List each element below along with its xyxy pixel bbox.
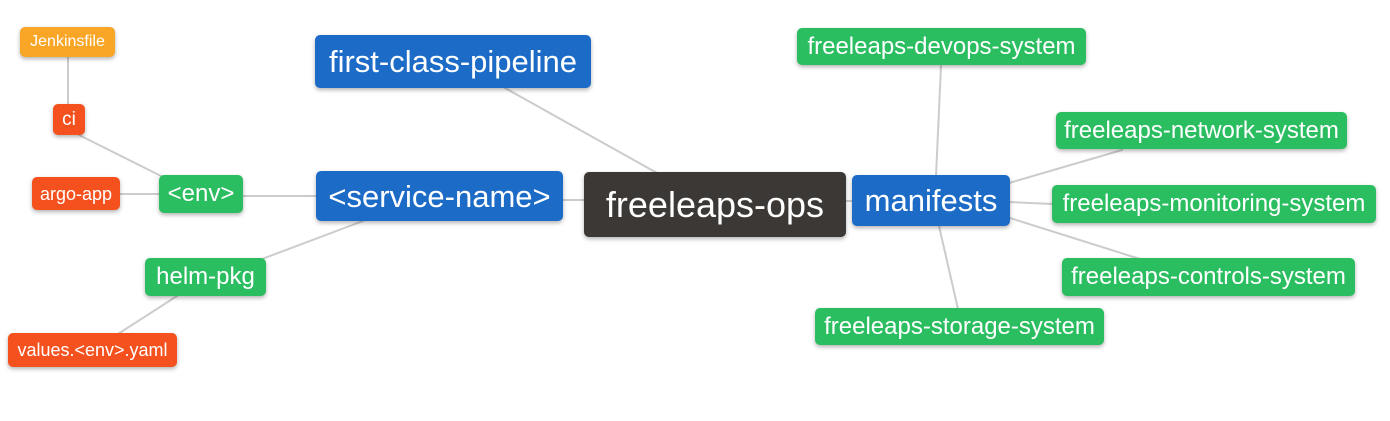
- mindmap-node-env[interactable]: <env>: [159, 175, 243, 213]
- mindmap-node-argo-app[interactable]: argo-app: [32, 177, 120, 210]
- edge-manifests-freeleaps-monitoring-system: [1008, 201, 1054, 205]
- mindmap-node-freeleaps-ops[interactable]: freeleaps-ops: [584, 172, 846, 237]
- edge-service-name-helm-pkg: [261, 220, 364, 260]
- edge-manifests-freeleaps-network-system: [1008, 149, 1123, 184]
- mindmap-node-manifests[interactable]: manifests: [852, 175, 1010, 226]
- mindmap-node-freeleaps-network-system[interactable]: freeleaps-network-system: [1056, 112, 1347, 149]
- mindmap-node-freeleaps-storage-system[interactable]: freeleaps-storage-system: [815, 308, 1104, 345]
- mindmap-node-freeleaps-devops-system[interactable]: freeleaps-devops-system: [797, 28, 1086, 65]
- edge-first-class-pipeline-freeleaps-ops: [504, 87, 658, 174]
- mindmap-node-freeleaps-controls-system[interactable]: freeleaps-controls-system: [1062, 258, 1355, 296]
- edge-manifests-freeleaps-storage-system: [938, 225, 959, 310]
- mindmap-node-freeleaps-monitoring-system[interactable]: freeleaps-monitoring-system: [1052, 185, 1376, 223]
- edge-manifests-freeleaps-controls-system: [1009, 217, 1141, 260]
- mindmap-node-service-name[interactable]: <service-name>: [316, 171, 563, 221]
- edge-manifests-freeleaps-devops-system: [935, 65, 942, 177]
- mindmap-node-ci[interactable]: ci: [53, 104, 85, 135]
- mindmap-node-values-env-yaml[interactable]: values.<env>.yaml: [8, 333, 177, 367]
- mindmap-node-first-class-pipeline[interactable]: first-class-pipeline: [315, 35, 591, 88]
- mindmap-node-helm-pkg[interactable]: helm-pkg: [145, 258, 266, 296]
- mindmap-node-jenkinsfile[interactable]: Jenkinsfile: [20, 27, 115, 57]
- edge-ci-env: [78, 134, 164, 178]
- edge-helm-pkg-values-env-yaml: [117, 295, 178, 335]
